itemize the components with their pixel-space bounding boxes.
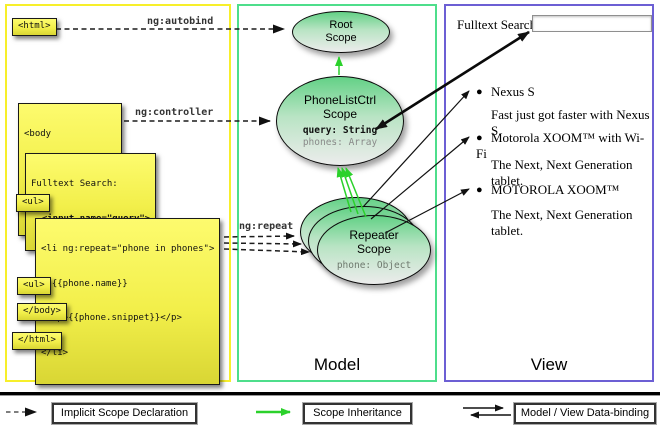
- legend-implicit-label: Implicit Scope Declaration: [51, 402, 198, 425]
- code-line: <body: [24, 129, 52, 139]
- ng-repeat-label: ng:repeat: [239, 221, 294, 232]
- view-column: View Fulltext Search: ●Nexus S Fast just…: [444, 4, 654, 382]
- code-box-ul-close: <ul>: [17, 277, 51, 295]
- repeater-scope-title: Scope: [356, 242, 392, 256]
- repeater-scope-ellipse-front: Repeater Scope phone: Object: [317, 215, 431, 285]
- bullet-icon: ●: [476, 86, 483, 98]
- model-column-title: Model: [313, 355, 361, 374]
- fulltext-search-input[interactable]: [532, 15, 652, 32]
- code-box-html-close: </html>: [12, 332, 62, 350]
- scope-attr-query: query: String: [302, 125, 378, 136]
- scope-attr-phone: phone: Object: [336, 260, 412, 271]
- legend-inheritance-label: Scope Inheritance: [302, 402, 413, 425]
- code-line: Fulltext Search:: [31, 179, 118, 189]
- code-line: <p>{{phone.snippet}}</p>: [41, 313, 182, 323]
- legend-divider: [0, 392, 660, 396]
- phonelistctrl-scope-title: Scope: [322, 107, 358, 121]
- scope-attr-phones: phones: Array: [302, 137, 378, 148]
- root-scope-title: Scope: [325, 32, 357, 44]
- code-box-html-open: <html>: [12, 18, 57, 36]
- repeater-scope-title: Repeater: [349, 228, 399, 242]
- root-scope-title: Root: [329, 19, 353, 31]
- view-column-title: View: [530, 355, 568, 374]
- code-line: {{phone.name}}: [41, 278, 128, 289]
- phone-item-snippet: Fast just got faster with Nexus S.: [491, 107, 650, 138]
- phonelistctrl-scope-title: PhoneListCtrl: [303, 93, 377, 107]
- phone-item-snippet: The Next, Next Generation tablet.: [491, 157, 633, 188]
- root-scope-ellipse: Root Scope: [292, 11, 390, 53]
- phone-item-name: ●Motorola XOOM™ with Wi-Fi: [476, 130, 645, 161]
- bullet-icon: ●: [476, 132, 483, 144]
- phone-item-name: ●Nexus S: [476, 84, 535, 99]
- code-box-body-close: </body>: [17, 303, 67, 321]
- fulltext-search-label: Fulltext Search:: [457, 17, 540, 32]
- code-line: </li>: [41, 347, 69, 358]
- code-box-ul-open: <ul>: [16, 194, 50, 212]
- ng-autobind-label: ng:autobind: [147, 16, 214, 27]
- ng-controller-label: ng:controller: [135, 107, 214, 118]
- bullet-icon: ●: [476, 184, 483, 196]
- code-box-li-repeat: <li ng:repeat="phone in phones"> {{phone…: [35, 218, 221, 385]
- legend-databinding-label: Model / View Data-binding: [513, 402, 657, 425]
- phonelistctrl-scope-ellipse: PhoneListCtrl Scope query: String phones…: [276, 76, 404, 166]
- model-column: Model: [237, 4, 437, 382]
- legend-databinding-arrows: [463, 404, 511, 419]
- phone-item-snippet: The Next, Next Generation tablet.: [491, 207, 633, 238]
- code-line: <li ng:repeat="phone in phones">: [41, 244, 215, 254]
- phone-item-name: ●MOTOROLA XOOM™: [476, 182, 620, 197]
